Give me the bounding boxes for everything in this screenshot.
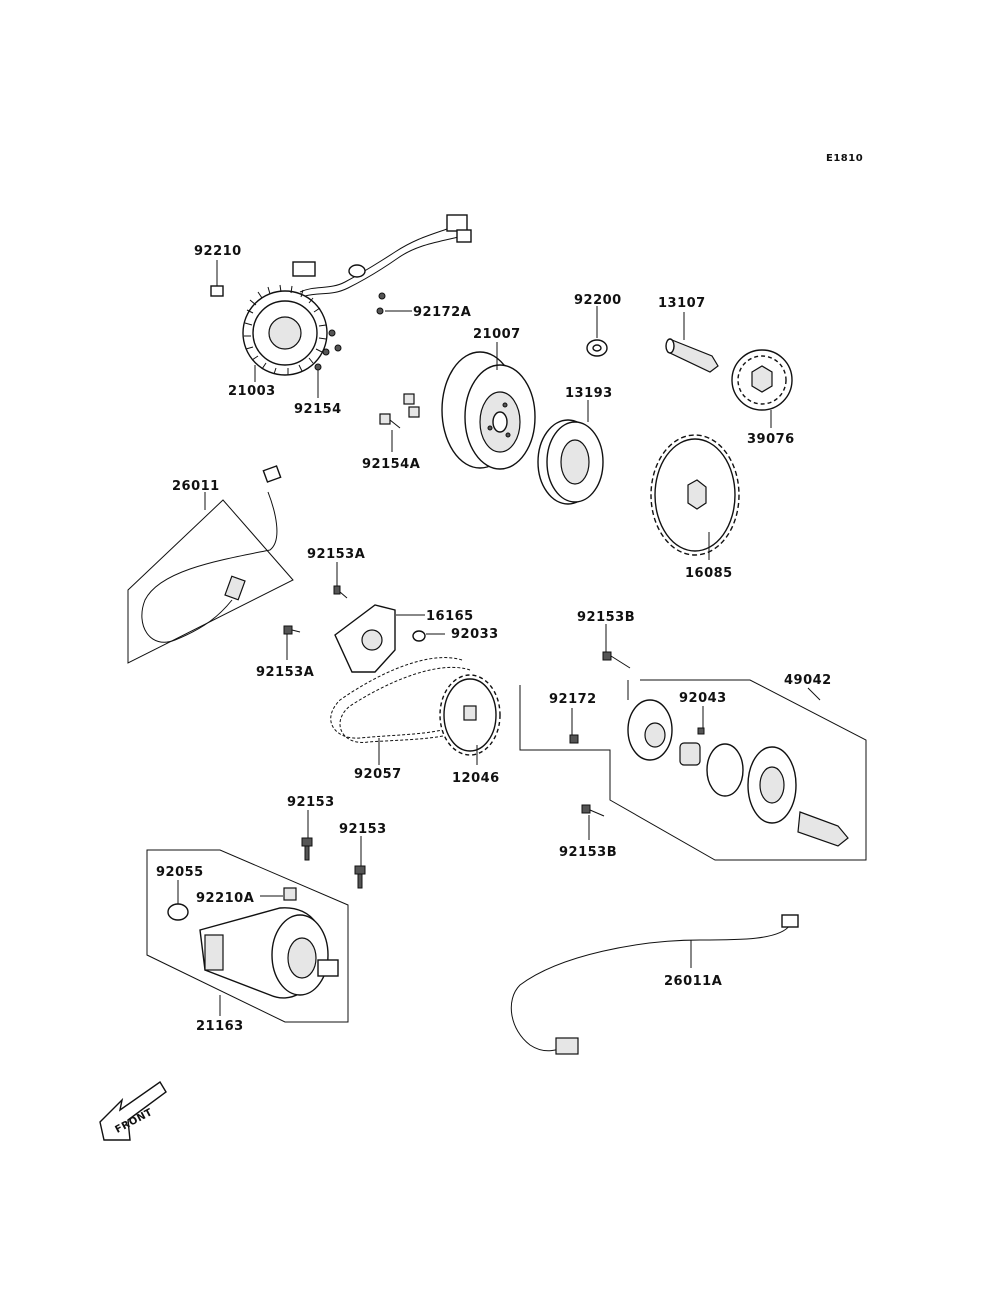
label-92172: 92172: [549, 692, 597, 707]
rotor-flywheel: [441, 351, 536, 470]
cable-26011A: [510, 914, 799, 1055]
bolt-92153A-bottom: [283, 625, 301, 635]
screw-92172: [569, 734, 579, 744]
label-92153-right: 92153: [339, 822, 387, 837]
label-26011A: 26011A: [664, 974, 722, 989]
sprocket-12046: [439, 674, 501, 756]
label-12046: 12046: [452, 771, 500, 786]
label-92153A-bottom: 92153A: [256, 665, 314, 680]
front-arrow-icon: FRONT: [99, 1080, 167, 1141]
label-49042: 49042: [784, 673, 832, 688]
label-92057: 92057: [354, 767, 402, 782]
label-92153B-top: 92153B: [577, 610, 635, 625]
nut-92210: [210, 285, 224, 297]
label-21003: 21003: [228, 384, 276, 399]
bolt-92153B-top: [602, 651, 631, 669]
bolt-92153B-bottom: [581, 804, 605, 817]
clip-92033: [412, 630, 426, 642]
label-92172A: 92172A: [413, 305, 471, 320]
label-92210A: 92210A: [196, 891, 254, 906]
label-92154: 92154: [294, 402, 342, 417]
starter-motor-21163: [146, 849, 349, 1023]
label-16165: 16165: [426, 609, 474, 624]
label-21007: 21007: [473, 327, 521, 342]
starter-drive-kit-49042: [519, 679, 867, 861]
label-13193: 13193: [565, 386, 613, 401]
label-92200: 92200: [574, 293, 622, 308]
nut-92210A: [283, 887, 297, 901]
label-92153-left: 92153: [287, 795, 335, 810]
washer-92200: [586, 339, 608, 357]
label-92153B-bottom: 92153B: [559, 845, 617, 860]
label-92055: 92055: [156, 865, 204, 880]
bolt-92153A-top: [333, 585, 348, 599]
sprocket-16085: [650, 434, 740, 556]
label-39076: 39076: [747, 432, 795, 447]
label-16085: 16085: [685, 566, 733, 581]
cable-26011: [127, 465, 294, 664]
label-92154A: 92154A: [362, 457, 420, 472]
label-26011: 26011: [172, 479, 220, 494]
bolts-92154A: [379, 393, 420, 429]
cover-16165: [334, 604, 396, 673]
label-13107: 13107: [658, 296, 706, 311]
gear-39076: [731, 349, 793, 411]
shaft-13107: [665, 338, 719, 373]
label-92033: 92033: [451, 627, 499, 642]
bolt-92153-right: [354, 865, 366, 889]
o-ring-92055: [167, 903, 189, 921]
bolt-92153-left: [301, 837, 313, 861]
label-92153A-top: 92153A: [307, 547, 365, 562]
label-92210: 92210: [194, 244, 242, 259]
stator-assembly: [242, 214, 472, 376]
pin-92043: [697, 727, 705, 735]
starter-clutch-13193: [537, 419, 604, 505]
chain-92057: [330, 657, 471, 743]
diagram-code: E1810: [826, 153, 863, 164]
label-92043: 92043: [679, 691, 727, 706]
label-21163: 21163: [196, 1019, 244, 1034]
